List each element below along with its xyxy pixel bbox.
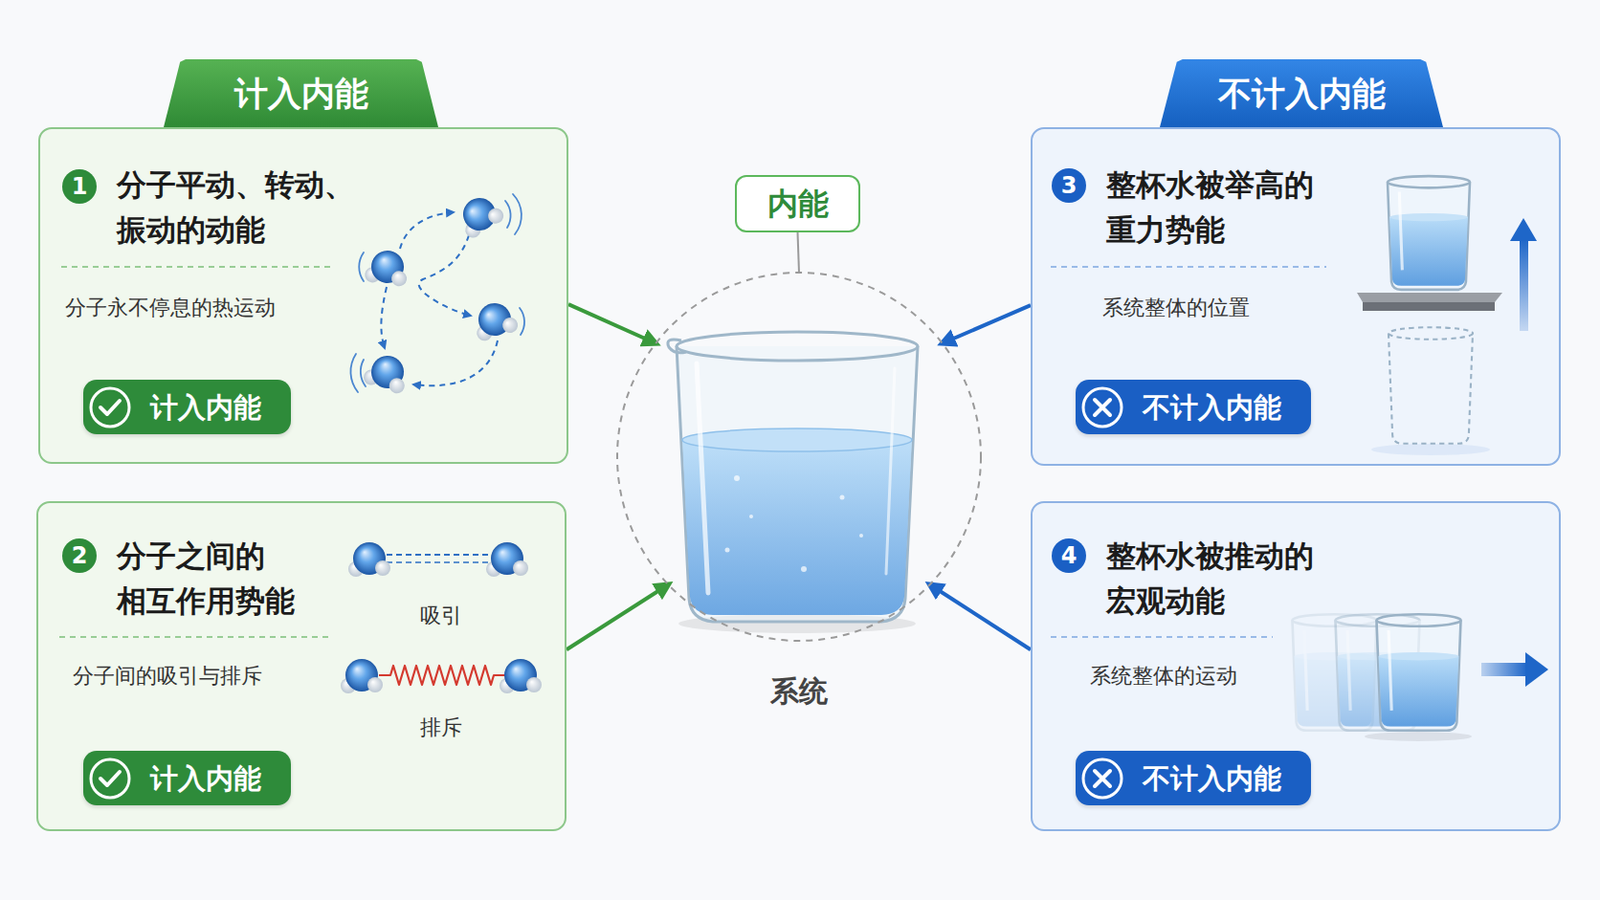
text-holder: 系统整体的位置 <box>1102 294 1250 322</box>
callout-number: 3 <box>1051 168 1087 203</box>
status-badge: 计入内能 <box>83 751 291 806</box>
text-holder: 不计入内能 <box>1218 74 1386 113</box>
moving-cup-illustration <box>1291 614 1549 742</box>
system-boundary: 系统 <box>615 270 983 644</box>
badge-icon <box>1079 384 1126 431</box>
label-holder: 吸引 <box>420 602 463 630</box>
status-badge: 计入内能 <box>83 379 291 435</box>
status-badge-text: 不计入内能 <box>1142 762 1282 796</box>
group-tab: 不计入内能 <box>1159 59 1444 128</box>
force-label: 吸引 <box>420 602 463 630</box>
text-holder: 4 <box>1061 542 1078 570</box>
group-tab: 计入内能 <box>163 59 439 128</box>
text-holder: 2 <box>71 542 89 570</box>
text-holder: 计入内能 <box>234 74 369 113</box>
molecule-motion-illustration <box>350 189 525 397</box>
callout-number-text: 2 <box>71 542 89 570</box>
concept-box: 2 计入内能 分子之间的 相互作用势能分子间的吸引与排斥 <box>36 501 567 832</box>
force-label: 排斥 <box>420 714 463 742</box>
text-holder: 分子永不停息的热运动 <box>65 294 276 322</box>
box-fill <box>1031 128 1560 466</box>
box-fill <box>39 128 568 464</box>
callout-number-text: 3 <box>1061 172 1078 200</box>
flow-arrow <box>930 584 1031 650</box>
callout-number: 2 <box>62 538 97 574</box>
text-holder: 计入内能 <box>150 391 262 424</box>
text-holder: 计入内能 <box>150 762 262 796</box>
text-holder: 系统整体的运动 <box>1089 663 1238 690</box>
status-badge-text: 不计入内能 <box>1142 391 1282 424</box>
concept-box: 3 不计入内能 整杯水被举高的 重力势能系统整体的位置 <box>1030 127 1561 467</box>
dashed-separators <box>59 266 1327 638</box>
text-holder: 整杯水被举高的 重力势能 <box>1106 162 1314 253</box>
concept-box: 1 计入内能 分子平动、转动、 振动的动能分子永不停息的热运动 <box>38 127 569 465</box>
text-holder: 内能 <box>767 185 829 223</box>
status-badge: 不计入内能 <box>1075 751 1312 806</box>
box-body: 系统整体的位置 <box>1102 294 1250 322</box>
group-tab-text: 不计入内能 <box>1218 74 1386 113</box>
box-heading: 分子之间的 相互作用势能 <box>116 533 295 624</box>
callout-number-text: 1 <box>71 173 89 200</box>
boundary-outline <box>615 270 983 644</box>
status-badge-text: 计入内能 <box>150 391 262 424</box>
concept-box: 4 不计入内能 整杯水被推动的 宏观动能系统整体的运动 <box>1030 501 1561 832</box>
flow-arrow <box>798 232 800 273</box>
box-body: 分子间的吸引与排斥 <box>72 663 263 690</box>
callout-number-text: 4 <box>1061 542 1078 570</box>
box-fill <box>37 502 566 831</box>
status-badge: 不计入内能 <box>1075 379 1312 435</box>
box-body: 系统整体的运动 <box>1089 663 1238 690</box>
label-holder: 排斥 <box>420 714 463 742</box>
callout-number: 4 <box>1051 538 1087 574</box>
text-holder: 系统 <box>615 674 983 710</box>
text-holder: 整杯水被推动的 宏观动能 <box>1106 533 1314 624</box>
box-heading: 整杯水被举高的 重力势能 <box>1106 162 1314 253</box>
box-fill <box>1031 502 1560 831</box>
raised-cup-illustration <box>1356 176 1537 456</box>
box-body: 分子永不停息的热运动 <box>65 294 276 322</box>
text-holder: 3 <box>1061 172 1078 200</box>
text-holder: 1 <box>71 173 89 200</box>
box-heading: 整杯水被推动的 宏观动能 <box>1106 533 1314 624</box>
badge-icon <box>87 384 134 431</box>
text-holder: 分子平动、转动、 振动的动能 <box>116 162 355 253</box>
badge-icon <box>1079 755 1126 802</box>
box-heading: 分子平动、转动、 振动的动能 <box>116 162 355 253</box>
text-holder: 不计入内能 <box>1142 762 1282 796</box>
text-holder: 分子之间的 相互作用势能 <box>116 533 295 624</box>
badge-icon <box>87 755 134 802</box>
concept-tag-text: 内能 <box>767 185 829 223</box>
intermolecular-force-illustration <box>340 542 542 694</box>
concept-tag: 内能 <box>734 175 861 233</box>
flow-arrow <box>942 305 1031 344</box>
text-holder: 不计入内能 <box>1142 391 1282 424</box>
group-tab-text: 计入内能 <box>234 74 369 113</box>
text-holder: 分子间的吸引与排斥 <box>72 663 263 690</box>
status-badge-text: 计入内能 <box>150 762 262 796</box>
callout-number: 1 <box>62 169 97 204</box>
system-boundary-text: 系统 <box>615 674 983 710</box>
flow-arrow <box>566 584 668 650</box>
beaker-illustration <box>667 332 918 634</box>
flow-arrow <box>568 304 656 344</box>
